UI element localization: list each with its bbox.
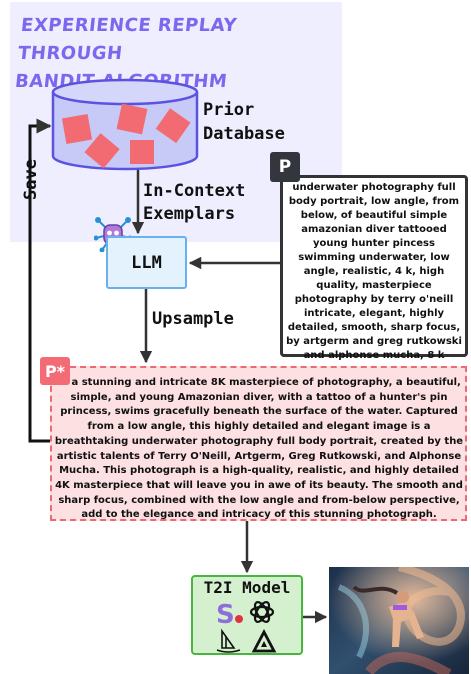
in-context-exemplars-label: In-Context Exemplars [143,181,246,224]
t2i-model-label: T2I Model [203,578,291,597]
triangle-logo-icon [251,628,277,653]
upsampled-prompt-box [50,366,467,521]
exemplar-square [130,140,154,164]
exemplar-square [116,103,148,135]
save-label: Save [21,159,41,200]
original-prompt-text: underwater photography full body portrai… [286,182,462,361]
exemplar-square [155,108,191,144]
upsampled-prompt-text: In a stunning and intricate 8K masterpie… [54,377,464,521]
prior-database-label: Prior Database [203,100,285,144]
original-prompt-badge: P [270,152,300,182]
original-prompt-box [280,175,468,357]
model-logos: S [216,600,277,653]
midjourney-logo-icon [216,628,241,653]
exemplar-square [61,113,93,145]
llm-label: LLM [131,252,162,273]
upsample-label: Upsample [152,309,234,329]
svg-text:S: S [216,600,235,630]
prior-database-cylinder [51,78,199,171]
upsampled-prompt-badge: P* [40,357,70,385]
generated-diver-image [329,567,469,674]
openai-logo-icon [249,601,275,623]
llm-box: LLM [106,236,187,289]
exemplar-square [84,133,120,169]
stability-logo-icon: S [216,600,243,630]
arrow-save-loop [28,118,52,443]
t2i-model-box [191,575,303,655]
